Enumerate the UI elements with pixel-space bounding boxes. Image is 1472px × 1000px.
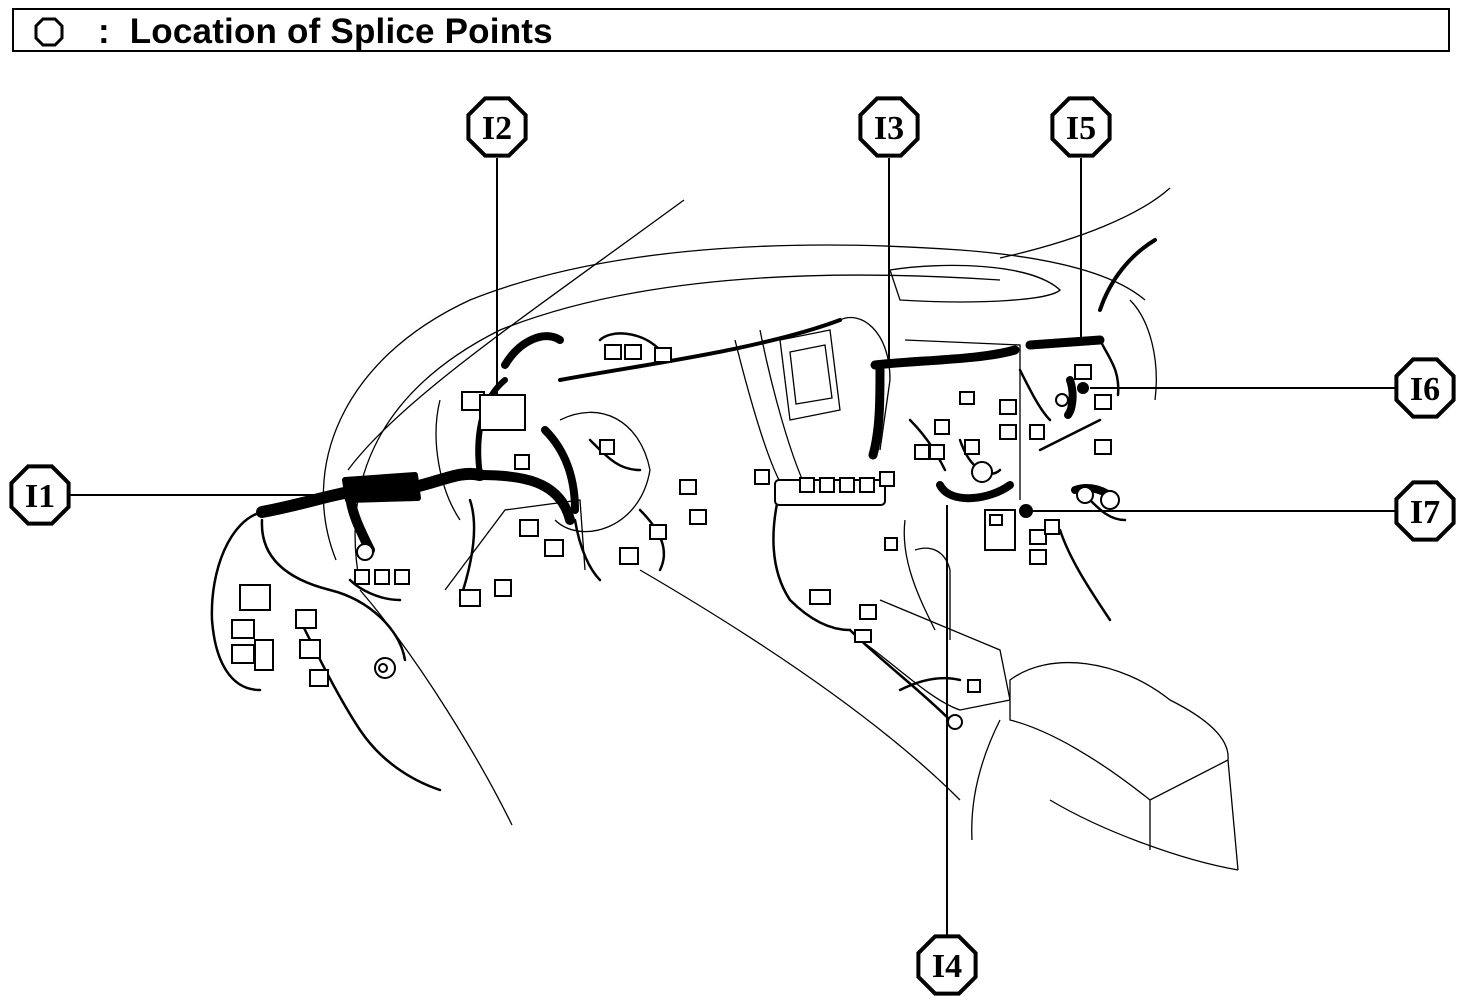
callout-i6: I6 <box>1394 357 1456 419</box>
callout-i7: I7 <box>1394 480 1456 542</box>
callout-i5: I5 <box>1050 96 1112 158</box>
callout-label-i6: I6 <box>1410 371 1440 408</box>
callout-octagon-i4 <box>916 934 978 996</box>
callout-label-i2: I2 <box>482 110 512 147</box>
splice-point-I7 <box>1019 504 1033 518</box>
leader-lines <box>70 158 1395 935</box>
vehicle-outline <box>322 187 1239 871</box>
header-box: : Location of Splice Points <box>12 8 1450 52</box>
callout-i1: I1 <box>9 464 71 526</box>
callout-label-i4: I4 <box>932 948 962 985</box>
callout-octagon-i5 <box>1050 96 1112 158</box>
callout-octagon-i3 <box>858 96 920 158</box>
callout-label-i1: I1 <box>25 478 55 515</box>
callout-i2: I2 <box>466 96 528 158</box>
wire-harness-thick <box>256 238 1157 555</box>
callout-i4: I4 <box>916 934 978 996</box>
callout-label-i7: I7 <box>1410 494 1440 531</box>
splice-markers <box>1019 382 1089 518</box>
connectors <box>231 344 1120 730</box>
hexagon-outline-icon <box>34 17 64 47</box>
page-title: : Location of Splice Points <box>98 12 553 51</box>
callout-i3: I3 <box>858 96 920 158</box>
callout-octagon-i6 <box>1394 357 1456 419</box>
callout-label-i5: I5 <box>1066 110 1096 147</box>
callout-label-i3: I3 <box>874 110 904 147</box>
callout-octagon-i1 <box>9 464 71 526</box>
splice-point-I6 <box>1077 382 1089 394</box>
callout-octagon-i2 <box>466 96 528 158</box>
callout-octagon-i7 <box>1394 480 1456 542</box>
wire-harness-medium <box>210 332 1127 792</box>
